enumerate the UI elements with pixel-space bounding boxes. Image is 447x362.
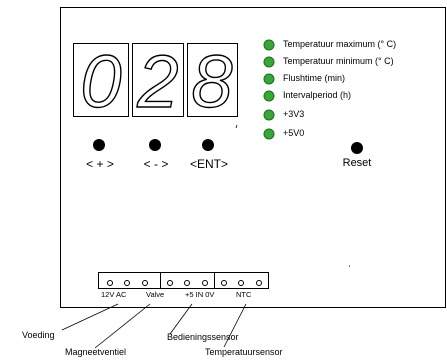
pin-label-ntc: NTC <box>236 290 252 299</box>
terminal-block <box>98 272 269 289</box>
enter-button-label: <ENT> <box>189 157 228 171</box>
terminal-screws <box>107 280 262 286</box>
plus-button-dot <box>93 139 105 151</box>
led-label-5v0: +5V0 <box>283 128 305 138</box>
led-flushtime <box>263 73 275 85</box>
callout-lines <box>61 303 247 349</box>
callout-voeding: Voeding <box>22 330 55 340</box>
led-3v3 <box>263 109 275 121</box>
minus-button-dot <box>149 139 161 151</box>
led-label-temp-min: Temperatuur minimum (° C) <box>283 56 394 66</box>
led-5v0 <box>263 128 275 140</box>
pin-label-12vac: 12V AC <box>101 290 127 299</box>
digit-3: 8 <box>191 40 232 123</box>
plus-button-label: < + > <box>86 157 114 171</box>
minus-button-label: < - > <box>143 157 169 171</box>
callout-bedieningssensor: Bedieningssensor <box>167 332 239 342</box>
led-label-3v3: +3V3 <box>283 109 305 119</box>
led-label-intervalperiod: Intervalperiod (h) <box>283 90 352 100</box>
digit-box-2 <box>132 43 184 117</box>
digit-box-3 <box>187 43 238 117</box>
led-temp-min <box>263 56 275 68</box>
digit-2: 2 <box>136 40 178 123</box>
led-temp-max <box>263 39 275 51</box>
callout-temperatuursensor: Temperatuursensor <box>205 347 283 357</box>
enclosure-outline <box>60 7 446 308</box>
reset-button-label: Reset <box>342 157 372 169</box>
led-group <box>263 39 275 140</box>
led-label-temp-max: Temperatuur maximum (° C) <box>283 39 397 49</box>
reset-button-dot <box>351 142 363 154</box>
digit-box-1 <box>73 43 129 117</box>
callout-magneetventiel: Magneetventiel <box>65 347 127 357</box>
pin-label-valve: Valve <box>146 290 165 299</box>
enter-button-dot <box>202 139 214 151</box>
led-intervalperiod <box>263 90 275 102</box>
digit-1: 0 <box>80 40 121 123</box>
pin-label-power: +5 IN 0V <box>185 290 215 299</box>
led-label-flushtime: Flushtime (min) <box>283 73 346 83</box>
